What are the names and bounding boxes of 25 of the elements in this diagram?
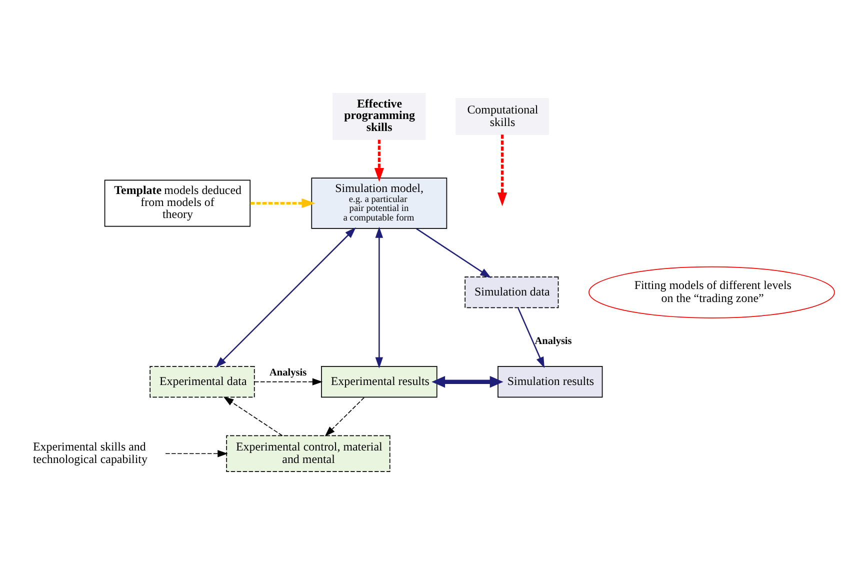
node-box: Experimental data bbox=[150, 366, 255, 398]
node-box: Simulation results bbox=[498, 366, 603, 398]
arrow bbox=[165, 450, 228, 457]
arrow bbox=[432, 375, 504, 388]
arrow bbox=[497, 134, 508, 206]
node-box: Effective programming skills bbox=[332, 92, 426, 140]
arrow bbox=[518, 307, 544, 368]
arrow bbox=[416, 228, 492, 278]
node-text: Experimental skills and technological capability bbox=[32, 438, 148, 466]
arrow bbox=[215, 226, 356, 368]
arrow bbox=[375, 226, 384, 368]
arrow bbox=[374, 139, 384, 182]
node-box: Simulation data bbox=[464, 276, 559, 308]
node-box: Experimental control, material and mental bbox=[226, 434, 390, 472]
arrow bbox=[254, 378, 323, 385]
arrow bbox=[324, 396, 365, 436]
node-box: Experimental results bbox=[321, 366, 438, 398]
arrow bbox=[250, 198, 316, 208]
node-box: Computational skills bbox=[456, 98, 549, 134]
node-box: Template models deduced from models of theory bbox=[104, 179, 251, 226]
edge-label: Analysis bbox=[270, 367, 307, 378]
edge-label: Analysis bbox=[534, 335, 572, 346]
arrow bbox=[223, 396, 283, 436]
node-ellipse: Fitting models of different levels on the “trading zone” bbox=[588, 266, 835, 318]
node-box: Simulation model, e.g. a particular pair potential in a computable form bbox=[311, 177, 448, 228]
